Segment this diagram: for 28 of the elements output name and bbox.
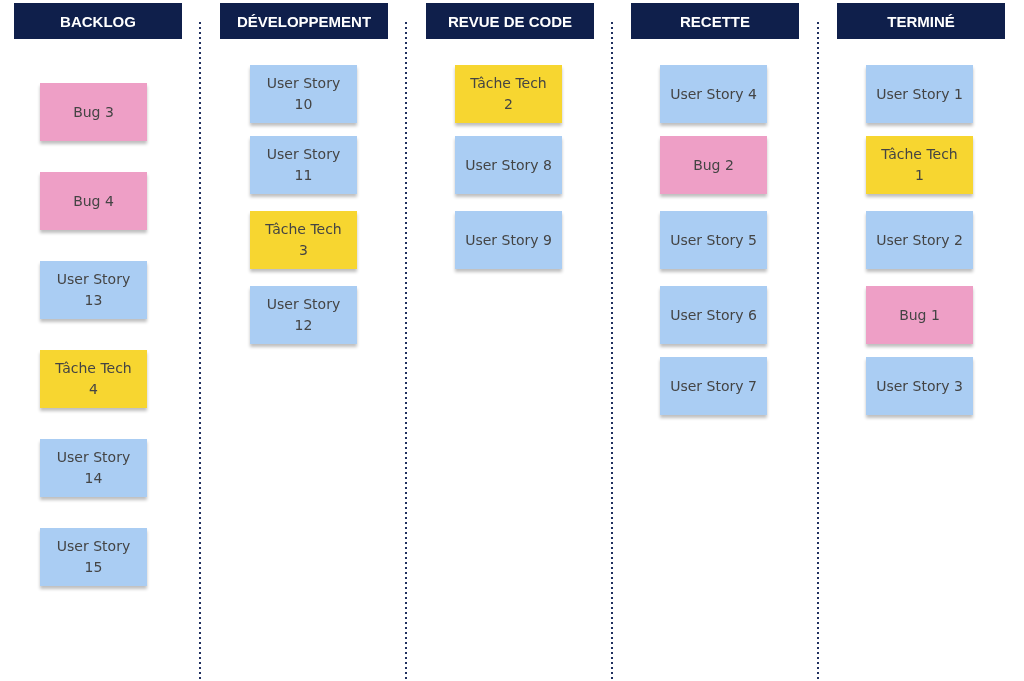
sticky-note: Tâche Tech 4 [40,350,147,408]
sticky-note: User Story 2 [866,211,973,269]
sticky-note: Bug 1 [866,286,973,344]
sticky-note: Tâche Tech 2 [455,65,562,123]
column-header: REVUE DE CODE [426,3,594,39]
sticky-note: User Story 9 [455,211,562,269]
column-header: TERMINÉ [837,3,1005,39]
sticky-note: User Story 6 [660,286,767,344]
sticky-note: Bug 3 [40,83,147,141]
sticky-note: Bug 2 [660,136,767,194]
sticky-note: User Story 3 [866,357,973,415]
sticky-note: User Story 10 [250,65,357,123]
sticky-note: Bug 4 [40,172,147,230]
sticky-note: User Story 11 [250,136,357,194]
sticky-note: User Story 14 [40,439,147,497]
sticky-note: Tâche Tech 1 [866,136,973,194]
sticky-note: User Story 15 [40,528,147,586]
sticky-note: Tâche Tech 3 [250,211,357,269]
column-header: DÉVELOPPEMENT [220,3,388,39]
sticky-note: User Story 8 [455,136,562,194]
column-header: RECETTE [631,3,799,39]
sticky-note: User Story 7 [660,357,767,415]
sticky-note: User Story 5 [660,211,767,269]
sticky-note: User Story 12 [250,286,357,344]
column-header: BACKLOG [14,3,182,39]
sticky-note: User Story 4 [660,65,767,123]
sticky-note: User Story 1 [866,65,973,123]
sticky-note: User Story 13 [40,261,147,319]
